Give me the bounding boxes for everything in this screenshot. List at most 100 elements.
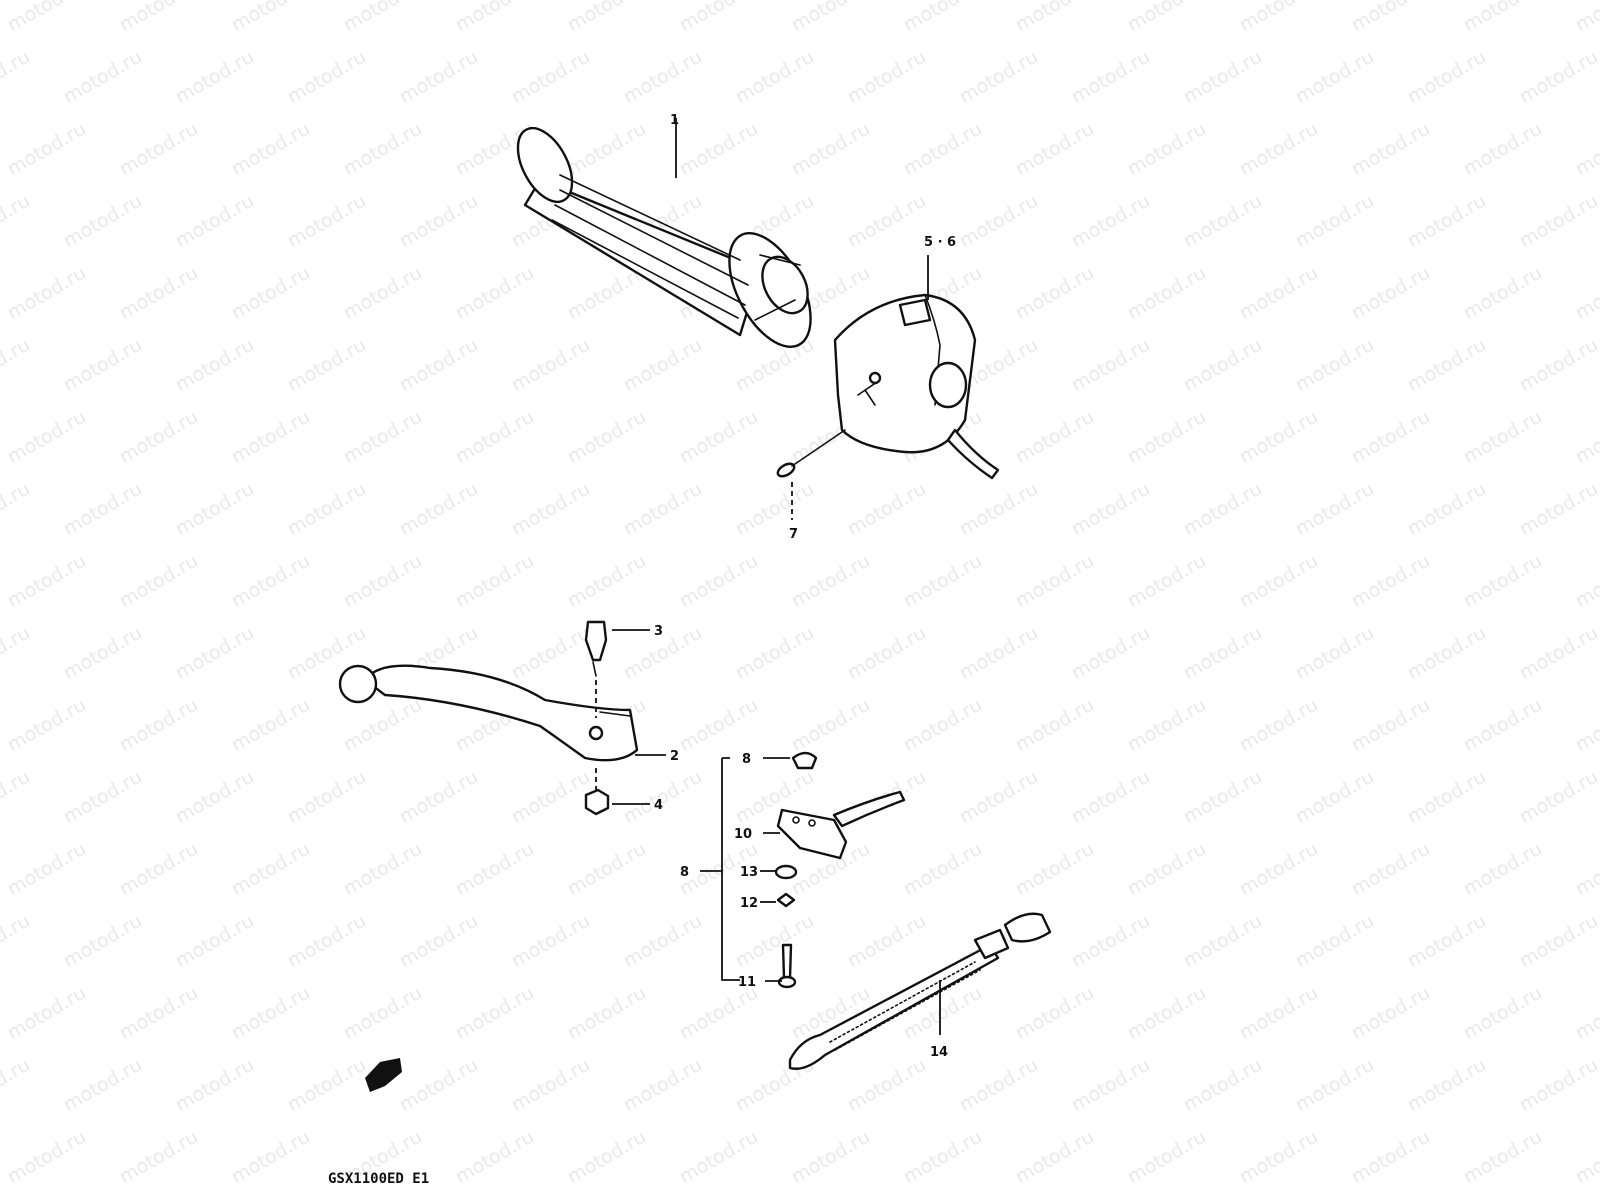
watermark-text: motod.ru bbox=[732, 910, 818, 973]
watermark-text: motod.ru bbox=[1236, 1126, 1322, 1189]
watermark-text: motod.ru bbox=[1404, 478, 1490, 541]
watermark-text: motod.ru bbox=[1516, 910, 1600, 973]
watermark-text: motod.ru bbox=[1292, 334, 1378, 397]
watermark-text: motod.ru bbox=[1572, 694, 1600, 757]
watermark-text: motod.ru bbox=[508, 46, 594, 109]
watermark-text: motod.ru bbox=[1292, 46, 1378, 109]
watermark-text: motod.ru bbox=[564, 406, 650, 469]
housing-screw bbox=[776, 429, 846, 520]
watermark-text: motod.ru bbox=[284, 334, 370, 397]
watermark-text: motod.ru bbox=[116, 694, 202, 757]
watermark-text: motod.ru bbox=[1460, 1126, 1546, 1189]
watermark-text: motod.ru bbox=[1236, 406, 1322, 469]
watermark-text: motod.ru bbox=[228, 550, 314, 613]
watermark-text: motod.ru bbox=[228, 838, 314, 901]
watermark-text: motod.ru bbox=[564, 550, 650, 613]
watermark-text: motod.ru bbox=[1124, 262, 1210, 325]
watermark-text: motod.ru bbox=[452, 550, 538, 613]
callout-8-top: 8 bbox=[742, 752, 751, 767]
watermark-text: motod.ru bbox=[1460, 550, 1546, 613]
watermark-text: motod.ru bbox=[1516, 190, 1600, 253]
watermark-text: motod.ru bbox=[60, 190, 146, 253]
watermark-text: motod.ru bbox=[1404, 622, 1490, 685]
watermark-text: motod.ru bbox=[788, 550, 874, 613]
watermark-text: motod.ru bbox=[0, 1054, 34, 1117]
watermark-text: motod.ru bbox=[900, 1126, 986, 1189]
watermark-text: motod.ru bbox=[564, 118, 650, 181]
watermark-text: motod.ru bbox=[564, 1126, 650, 1189]
watermark-text: motod.ru bbox=[1068, 622, 1154, 685]
watermark-text: motod.ru bbox=[1068, 766, 1154, 829]
watermark-text: motod.ru bbox=[116, 406, 202, 469]
watermark-text: motod.ru bbox=[452, 262, 538, 325]
watermark-text: motod.ru bbox=[1124, 0, 1210, 36]
watermark-text: motod.ru bbox=[60, 46, 146, 109]
watermark-text: motod.ru bbox=[900, 118, 986, 181]
watermark-text: motod.ru bbox=[844, 910, 930, 973]
watermark-text: motod.ru bbox=[116, 550, 202, 613]
watermark-text: motod.ru bbox=[1348, 262, 1434, 325]
watermark-text: motod.ru bbox=[1460, 982, 1546, 1045]
leader-lines bbox=[612, 118, 941, 1035]
watermark-text: motod.ru bbox=[4, 1126, 90, 1189]
watermark-text: motod.ru bbox=[1012, 406, 1098, 469]
watermark-text: motod.ru bbox=[676, 118, 762, 181]
callout-8: 8 bbox=[680, 865, 689, 880]
watermark-text: motod.ru bbox=[1460, 406, 1546, 469]
watermark-text: motod.ru bbox=[1516, 46, 1600, 109]
model-code: GSX1100ED E1 bbox=[328, 1171, 429, 1187]
watermark-text: motod.ru bbox=[1404, 766, 1490, 829]
watermark-text: motod.ru bbox=[228, 0, 314, 36]
watermark-text: motod.ru bbox=[4, 838, 90, 901]
watermark-text: motod.ru bbox=[508, 910, 594, 973]
watermark-text: motod.ru bbox=[228, 262, 314, 325]
watermark-text: motod.ru bbox=[1516, 334, 1600, 397]
watermark-text: motod.ru bbox=[732, 622, 818, 685]
watermark-text: motod.ru bbox=[284, 766, 370, 829]
watermark-text: motod.ru bbox=[396, 910, 482, 973]
watermark-text: motod.ru bbox=[1292, 478, 1378, 541]
watermark-text: motod.ru bbox=[60, 910, 146, 973]
watermark-text: motod.ru bbox=[116, 1126, 202, 1189]
watermark-text: motod.ru bbox=[564, 838, 650, 901]
watermark-text: motod.ru bbox=[788, 694, 874, 757]
watermark-text: motod.ru bbox=[1292, 190, 1378, 253]
watermark-text: motod.ru bbox=[1292, 622, 1378, 685]
callout-10: 10 bbox=[734, 827, 752, 842]
watermark-text: motod.ru bbox=[172, 334, 258, 397]
watermark-text: motod.ru bbox=[396, 190, 482, 253]
watermark-text: motod.ru bbox=[1460, 694, 1546, 757]
watermark-text: motod.ru bbox=[620, 334, 706, 397]
watermark-text: motod.ru bbox=[956, 190, 1042, 253]
watermark-text: motod.ru bbox=[564, 982, 650, 1045]
watermark-text: motod.ru bbox=[508, 334, 594, 397]
watermark-text: motod.ru bbox=[788, 118, 874, 181]
switch-washer bbox=[774, 864, 798, 880]
watermark-text: motod.ru bbox=[0, 46, 34, 109]
watermark-text: motod.ru bbox=[340, 0, 426, 36]
watermark-text: motod.ru bbox=[60, 334, 146, 397]
watermark-text: motod.ru bbox=[1012, 838, 1098, 901]
watermark-text: motod.ru bbox=[1012, 118, 1098, 181]
watermark-text: motod.ru bbox=[116, 262, 202, 325]
watermark-text: motod.ru bbox=[844, 622, 930, 685]
watermark-text: motod.ru bbox=[676, 550, 762, 613]
watermark-text: motod.ru bbox=[172, 46, 258, 109]
watermark-text: motod.ru bbox=[1572, 406, 1600, 469]
watermark-text: motod.ru bbox=[452, 0, 538, 36]
watermark-text: motod.ru bbox=[620, 1054, 706, 1117]
callout-3: 3 bbox=[654, 624, 663, 639]
watermark-text: motod.ru bbox=[1124, 694, 1210, 757]
switch-body bbox=[776, 790, 906, 860]
switch-nut bbox=[776, 892, 796, 908]
watermark-text: motod.ru bbox=[0, 334, 34, 397]
watermark-text: motod.ru bbox=[396, 334, 482, 397]
watermark-text: motod.ru bbox=[900, 838, 986, 901]
watermark-text: motod.ru bbox=[284, 1054, 370, 1117]
watermark-text: motod.ru bbox=[396, 478, 482, 541]
watermark-text: motod.ru bbox=[1572, 838, 1600, 901]
watermark-text: motod.ru bbox=[1236, 118, 1322, 181]
watermark-text: motod.ru bbox=[1348, 0, 1434, 36]
watermark-text: motod.ru bbox=[60, 766, 146, 829]
